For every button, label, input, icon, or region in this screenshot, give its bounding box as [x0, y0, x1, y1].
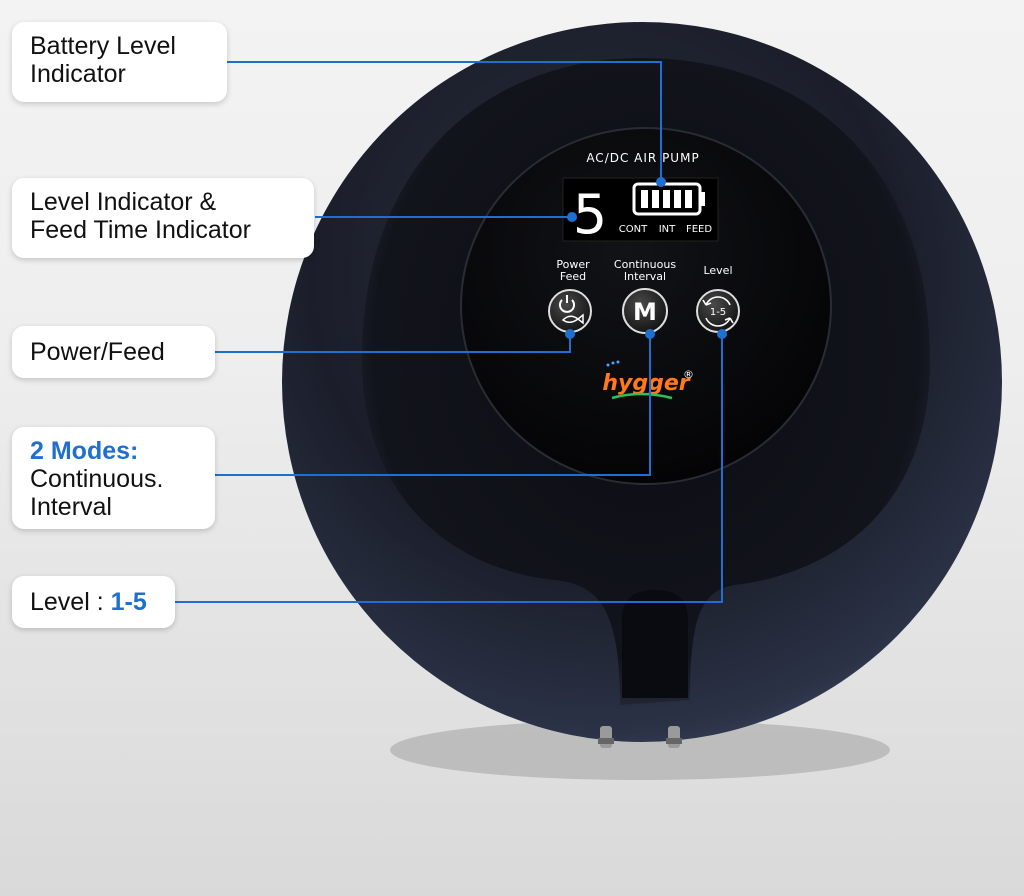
callout-level-prefix: Level :	[30, 588, 111, 616]
power-fish-icon	[559, 295, 584, 325]
battery-bar	[663, 190, 670, 208]
level-callout-line	[175, 334, 723, 603]
power-feed-button[interactable]	[548, 289, 592, 333]
battery-bar	[652, 190, 659, 208]
callout-power-feed-label: Power/Feed	[30, 338, 165, 366]
mode-button[interactable]: M	[622, 288, 668, 334]
device-header: AC/DC AIR PUMP	[586, 151, 699, 165]
level-label: Level	[703, 264, 732, 277]
callout-battery-level: Battery Level Indicator	[12, 22, 227, 102]
callout-modes: 2 Modes: Continuous. Interval	[12, 427, 215, 529]
callout-level: Level : 1-5	[12, 576, 175, 628]
modes-callout-line	[215, 333, 651, 476]
callout-modes-title: 2 Modes:	[30, 437, 139, 465]
level-button-glyph: 1-5	[710, 307, 726, 318]
battery-icon	[632, 182, 705, 216]
callout-battery-line2: Indicator	[30, 60, 126, 88]
battery-bar	[674, 190, 681, 208]
callout-modes-line2: Interval	[30, 493, 112, 521]
power-feed-callout-line	[215, 333, 571, 353]
callout-battery-line1: Battery Level	[30, 32, 176, 60]
callout-lines	[175, 61, 727, 603]
lcd-label-int: INT	[659, 224, 676, 235]
mode-label-line1: Continuous	[614, 258, 676, 271]
brand-name: hygger	[602, 371, 690, 396]
lcd-label-feed: FEED	[686, 224, 712, 235]
air-channel	[622, 590, 688, 698]
battery-callout-line	[227, 61, 662, 180]
callout-level-indicator: Level Indicator & Feed Time Indicator	[12, 178, 314, 258]
cycle-arrows-icon	[702, 296, 734, 327]
lcd-level-digit: 5	[573, 183, 607, 246]
hygger-logo: hygger ®	[602, 360, 694, 400]
battery-bar	[685, 190, 692, 208]
level-button[interactable]: 1-5	[696, 289, 740, 333]
mode-button-glyph: M	[633, 298, 657, 326]
mode-label-line2: Interval	[624, 270, 666, 283]
power-feed-label-line2: Feed	[560, 270, 586, 283]
lcd-screen	[562, 177, 719, 242]
callout-level-indicator-line2: Feed Time Indicator	[30, 216, 251, 244]
air-outlet-nozzles	[598, 726, 682, 748]
callout-level-indicator-line1: Level Indicator &	[30, 188, 217, 216]
power-feed-label-line1: Power	[556, 258, 590, 271]
device-shadow	[390, 720, 890, 780]
callout-modes-line1: Continuous.	[30, 465, 164, 493]
registered-mark: ®	[683, 368, 694, 381]
callout-power-feed: Power/Feed	[12, 326, 215, 378]
lcd-label-cont: CONT	[619, 224, 648, 235]
battery-bar	[641, 190, 648, 208]
callout-level-range: 1-5	[110, 588, 147, 616]
